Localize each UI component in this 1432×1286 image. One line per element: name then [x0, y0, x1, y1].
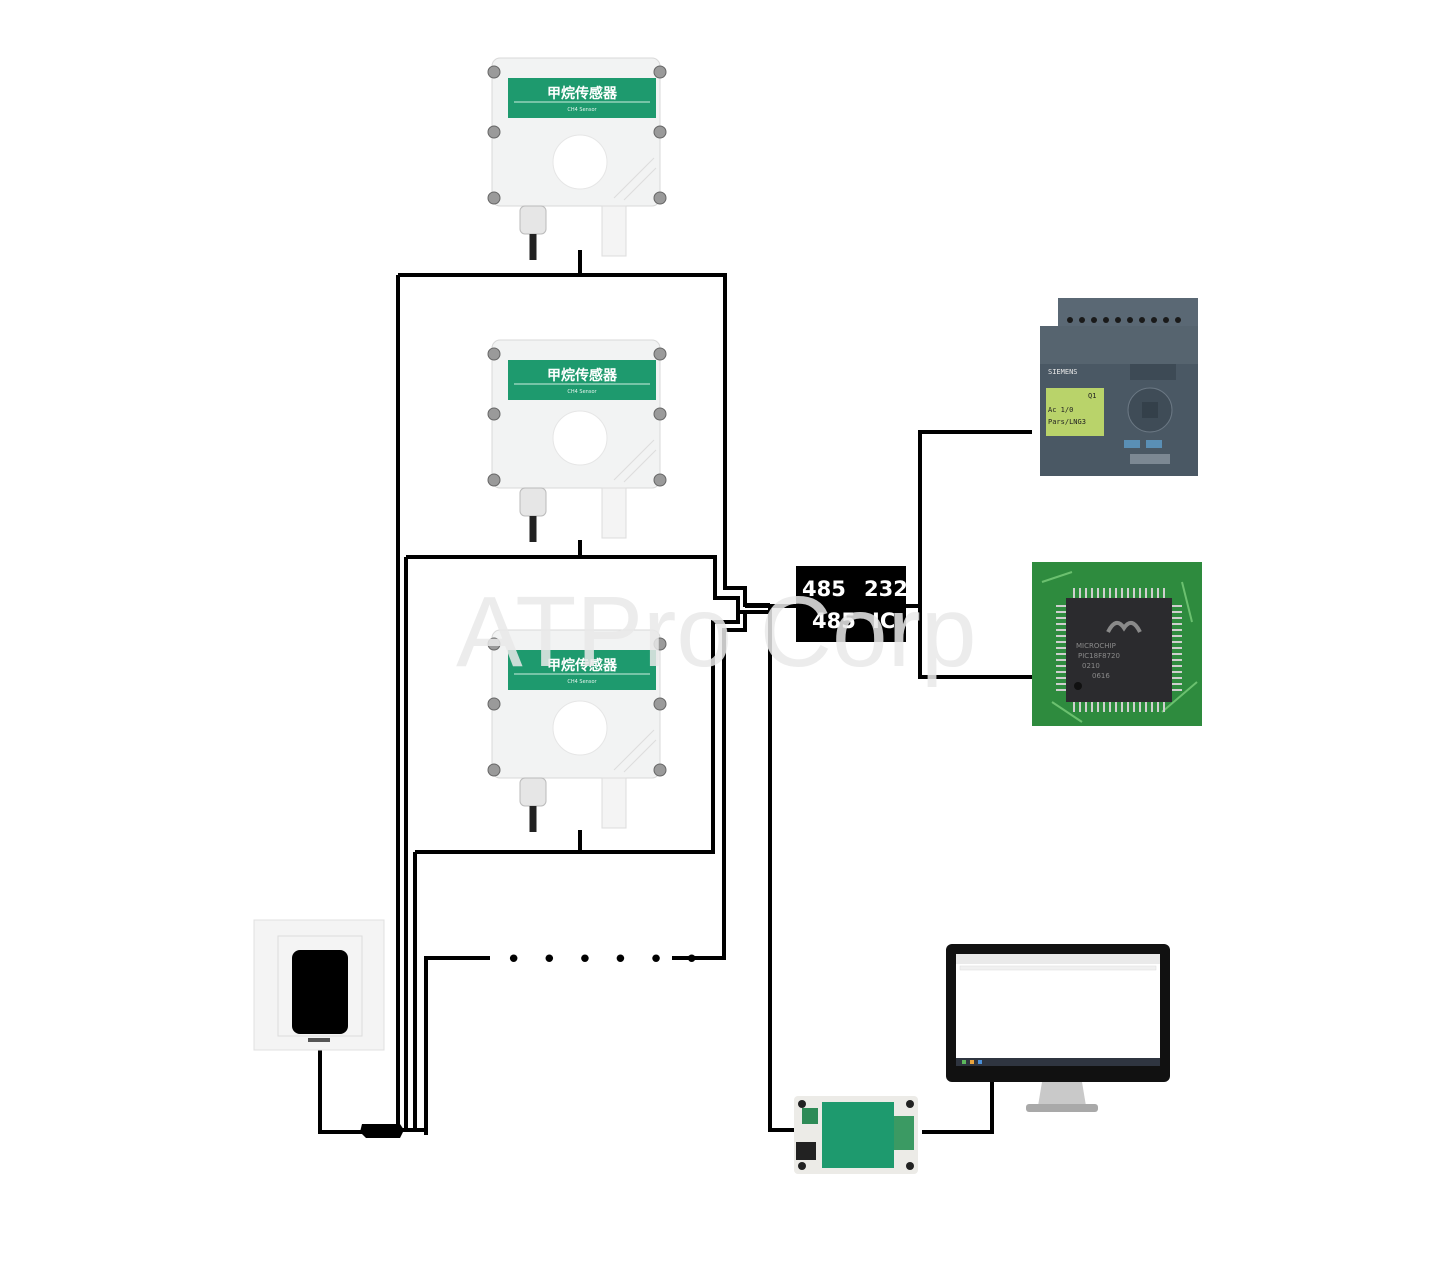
- screw-icon: [653, 473, 667, 487]
- mcu-part-number: PIC18F8720: [1078, 652, 1120, 660]
- screw-icon: [653, 407, 667, 421]
- wire-to-usb-converter: [768, 606, 800, 1132]
- screw-icon: [487, 191, 501, 205]
- probe: [601, 205, 627, 257]
- sensor-subtitle: CH4 Sensor: [567, 679, 597, 685]
- sensor-3[interactable]: 甲烷传感器 CH4 Sensor: [487, 629, 667, 832]
- pin1-marker: [1074, 682, 1082, 690]
- adapter-body: [292, 950, 348, 1034]
- microchip-logo-icon: [1106, 620, 1142, 633]
- sensor-window: [552, 410, 608, 466]
- monitor-screen: [956, 954, 1160, 1066]
- sensor-2[interactable]: 甲烷传感器 CH4 Sensor: [487, 339, 667, 542]
- wiring: [318, 250, 1032, 1138]
- sensor-window: [552, 134, 608, 190]
- wire-to-plc: [906, 430, 1032, 608]
- sensor-title: 甲烷传感器: [547, 85, 618, 102]
- sensor-subtitle: CH4 Sensor: [567, 389, 597, 395]
- screw-icon: [653, 697, 667, 711]
- plc-device[interactable]: SIEMENS Q1 Ac 1/0 Pars/LNG3: [1040, 298, 1198, 476]
- probe: [601, 777, 627, 829]
- sensor-1[interactable]: 甲烷传感器 CH4 Sensor: [487, 57, 667, 260]
- wire-power: [318, 1032, 362, 1134]
- sensor-label-band: [508, 78, 656, 118]
- box-label-ic: IC: [872, 609, 895, 633]
- watermark: ATPro Corp: [456, 576, 977, 688]
- taskbar: [956, 1058, 1160, 1066]
- usb-485-converter[interactable]: [794, 1096, 918, 1174]
- cable-gland: [519, 777, 547, 807]
- sensor-title: 甲烷传感器: [547, 657, 618, 674]
- screw-icon: [487, 65, 501, 79]
- power-adapter[interactable]: [253, 919, 385, 1051]
- microcontroller-device[interactable]: MICROCHIP PIC18F8720 0210 0616: [1032, 562, 1202, 726]
- wire-to-computer: [922, 1080, 994, 1134]
- cable-gland: [519, 487, 547, 517]
- screw-icon: [487, 697, 501, 711]
- terminal-block-left: [802, 1108, 818, 1124]
- box-label-232: 232: [864, 577, 908, 601]
- power-plug: [360, 1124, 404, 1138]
- sensor-title: 甲烷传感器: [547, 367, 618, 384]
- wire-to-mcu: [918, 606, 1032, 679]
- screw-icon: [487, 125, 501, 139]
- screw-icon: [487, 763, 501, 777]
- terminal-block-right: [894, 1116, 914, 1150]
- plc-lcd-line: Q1: [1088, 392, 1096, 400]
- converter-label: [822, 1102, 894, 1168]
- converter-box[interactable]: 485 232 485 IC: [796, 566, 908, 642]
- screw-icon: [653, 347, 667, 361]
- screw-icon: [487, 473, 501, 487]
- mcu-chip: [1066, 598, 1172, 702]
- computer-monitor[interactable]: [946, 944, 1170, 1112]
- sensor-subtitle: CH4 Sensor: [567, 107, 597, 113]
- cable-gland: [519, 205, 547, 235]
- probe: [601, 487, 627, 539]
- plc-lcd-line: Ac 1/0: [1048, 406, 1073, 414]
- converter-box-body: [796, 566, 906, 642]
- screw-icon: [653, 637, 667, 651]
- screw-icon: [487, 347, 501, 361]
- mcu-line: 0616: [1092, 672, 1110, 680]
- monitor-stand: [1038, 1082, 1086, 1106]
- screw-icon: [906, 1162, 914, 1170]
- wire-continuation-left: [424, 956, 490, 1135]
- box-label-485-top: 485: [802, 577, 846, 601]
- sensor-label-band: [508, 360, 656, 400]
- screw-icon: [798, 1100, 806, 1108]
- screw-icon: [653, 763, 667, 777]
- plc-esc-button: [1124, 440, 1140, 448]
- mcu-brand: MICROCHIP: [1076, 642, 1116, 650]
- plc-lcd-line: Pars/LNG3: [1048, 418, 1086, 426]
- box-label-485-bottom: 485: [812, 609, 856, 633]
- screw-icon: [653, 191, 667, 205]
- screw-icon: [798, 1162, 806, 1170]
- sensor-window: [552, 700, 608, 756]
- wire-sensor3-bus: [415, 608, 740, 854]
- plc-brand: SIEMENS: [1048, 368, 1078, 376]
- usb-port: [796, 1142, 816, 1160]
- screw-icon: [906, 1100, 914, 1108]
- screw-icon: [653, 65, 667, 79]
- wire-continuation-right: [672, 612, 747, 960]
- continuation-dots: • • • • • •: [506, 945, 705, 975]
- screw-icon: [487, 407, 501, 421]
- sensor-label-band: [508, 650, 656, 690]
- mcu-line: 0210: [1082, 662, 1100, 670]
- plc-lcd-screen: [1046, 388, 1104, 436]
- screw-icon: [487, 637, 501, 651]
- screw-icon: [653, 125, 667, 139]
- plc-ok-button: [1146, 440, 1162, 448]
